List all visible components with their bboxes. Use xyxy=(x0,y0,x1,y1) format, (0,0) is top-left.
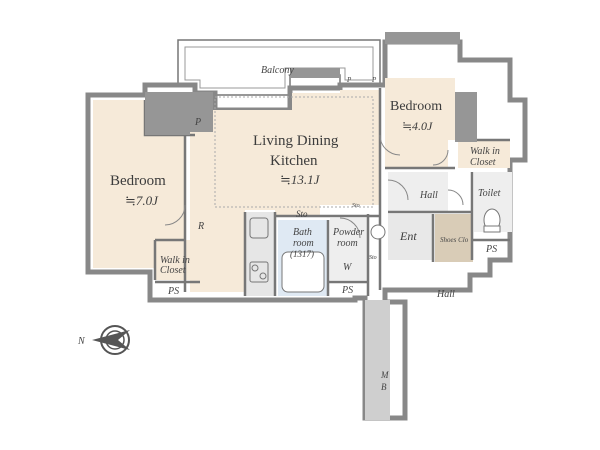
kitchen-fixtures xyxy=(249,217,269,283)
doors xyxy=(164,134,464,239)
label-w: W xyxy=(343,262,353,273)
bathtub xyxy=(281,251,325,293)
label-bath-2: room xyxy=(293,238,314,249)
label-wic-left-2: Closet xyxy=(160,265,186,276)
label-ps-mid: PS xyxy=(341,285,353,296)
label-ps-left: PS xyxy=(167,286,179,297)
label-shoes-closet: Shoes Clo xyxy=(440,236,469,244)
column xyxy=(145,92,190,135)
label-sto-small-1: Sto xyxy=(352,203,360,209)
label-p-left: P xyxy=(194,117,201,128)
compass xyxy=(92,325,130,355)
label-bath-3: (1317) xyxy=(290,249,314,259)
label-sto-small-2: Sto xyxy=(369,255,377,261)
basin xyxy=(370,224,386,240)
label-powder-1: Powder xyxy=(332,227,364,238)
label-sto-main: Sto xyxy=(296,209,308,219)
label-ldk-line1: Living Dining xyxy=(253,133,339,149)
label-mb-2: B xyxy=(381,382,387,392)
column xyxy=(455,92,477,142)
label-wic-right-1: Walk in xyxy=(470,146,500,157)
label-p-top2: P xyxy=(371,76,377,84)
label-powder-2: room xyxy=(337,238,358,249)
column xyxy=(188,92,213,132)
label-r: R xyxy=(197,221,204,232)
label-bedroom-left: Bedroom xyxy=(110,173,166,189)
label-ldk-line2: Kitchen xyxy=(270,153,318,169)
label-balcony: Balcony xyxy=(261,65,294,76)
label-toilet: Toilet xyxy=(478,188,501,199)
label-ps-right: PS xyxy=(485,244,497,255)
label-wic-left-1: Walk in xyxy=(160,255,190,266)
label-bedroom-right: Bedroom xyxy=(390,99,442,114)
label-north: N xyxy=(77,336,86,347)
column xyxy=(290,68,340,78)
column xyxy=(365,300,390,420)
label-bedroom-left-size: ≒7.0J xyxy=(125,193,159,208)
column xyxy=(385,32,460,44)
label-ldk-size: ≒13.1J xyxy=(280,172,321,187)
ceiling-outline xyxy=(214,96,374,208)
columns xyxy=(145,32,477,420)
label-bedroom-right-size: ≒4.0J xyxy=(402,119,433,133)
label-mb-1: M xyxy=(380,370,389,380)
label-bath-1: Bath xyxy=(293,227,312,238)
label-hall-outer: Hall xyxy=(436,289,455,300)
toilet-fixture xyxy=(483,208,501,233)
label-p-top1: P xyxy=(346,76,352,84)
label-wic-right-2: Closet xyxy=(470,157,496,168)
label-hall-inner: Hall xyxy=(419,190,438,201)
label-entrance: Ent xyxy=(399,229,417,243)
